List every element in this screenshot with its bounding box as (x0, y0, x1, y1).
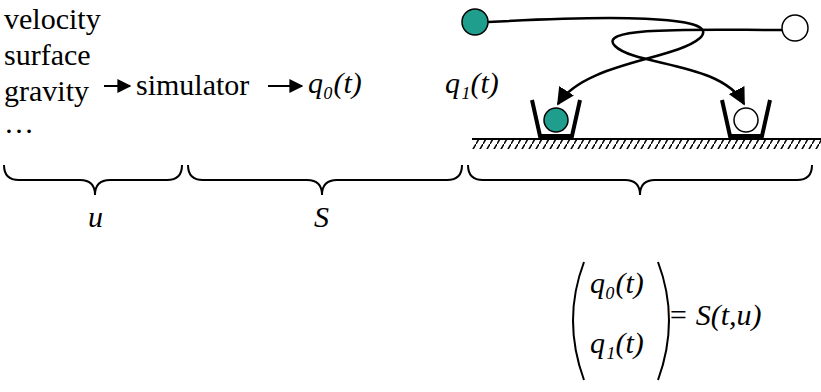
vector-entry: q₀(t) (590, 266, 644, 301)
trajectory (613, 30, 782, 104)
input-name: gravity (4, 74, 89, 109)
trajectory-label: q₀(t) (308, 66, 362, 101)
ground-line (472, 138, 821, 140)
ground-hatch (472, 139, 821, 149)
vector-entry: q₁(t) (590, 326, 644, 361)
math-symbol: S (314, 200, 329, 235)
flow-arrow (104, 85, 130, 87)
ball (734, 108, 758, 132)
equation-rhs: = S(t,u) (668, 298, 762, 333)
ellipsis: … (4, 106, 34, 141)
process-name: simulator (136, 68, 249, 103)
cup (722, 100, 770, 136)
brace (188, 165, 462, 195)
input-name: surface (4, 38, 91, 73)
brace (4, 165, 182, 195)
cup (532, 100, 580, 136)
flow-arrow (268, 85, 302, 87)
brace (468, 165, 812, 195)
trajectory-label: q₁(t) (445, 66, 499, 101)
parenthesis (573, 262, 584, 380)
parenthesis (658, 262, 669, 380)
math-symbol: u (88, 200, 103, 235)
input-name: velocity (4, 2, 101, 37)
ball (544, 108, 568, 132)
ball (782, 15, 808, 41)
ball (462, 9, 488, 35)
